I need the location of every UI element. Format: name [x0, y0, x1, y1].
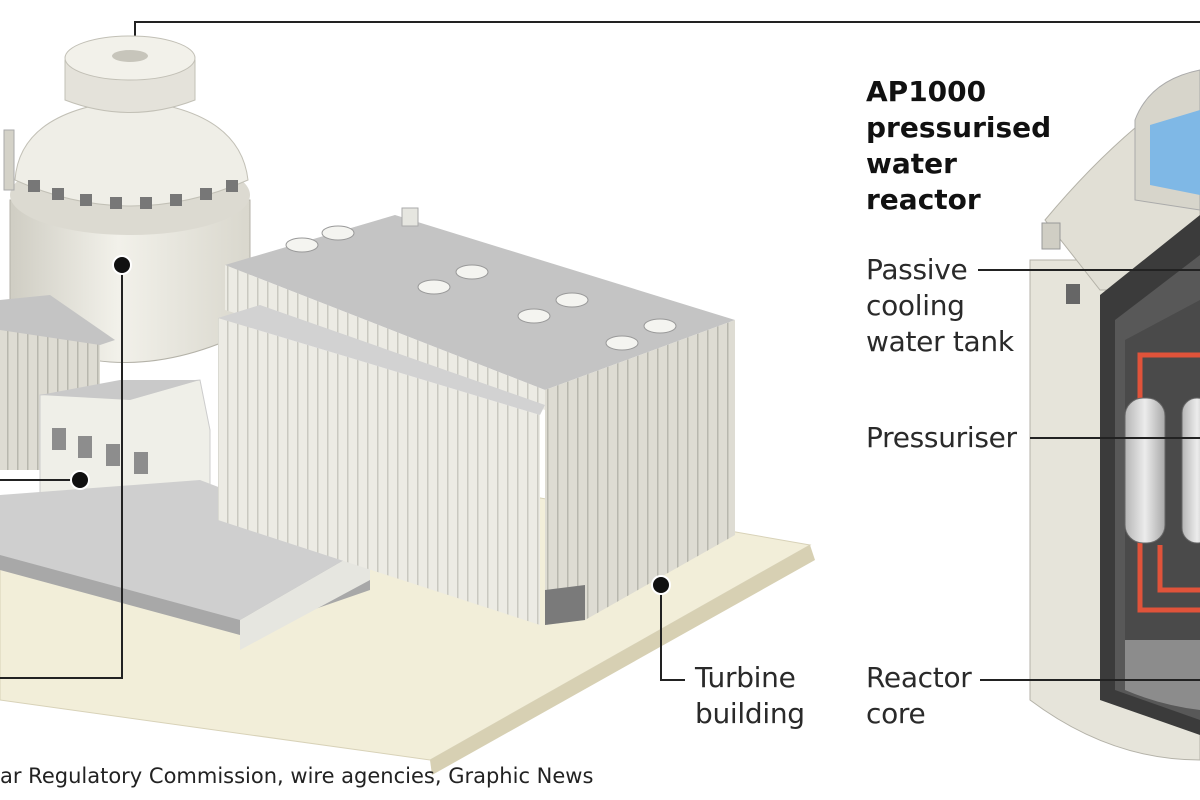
label-line: water tank [866, 325, 1014, 358]
label-line: Turbine [695, 661, 796, 694]
title-line: pressurised [866, 111, 1052, 144]
label-passive-cooling: Passive cooling water tank [866, 252, 1014, 360]
label-reactor-core: Reactor core [866, 660, 972, 732]
label-line: Reactor [866, 661, 972, 694]
label-pressuriser: Pressuriser [866, 421, 1017, 454]
label-line: Passive [866, 253, 968, 286]
left-callouts [0, 255, 685, 681]
reactor-cutaway [978, 69, 1200, 761]
title-line: AP1000 [866, 75, 987, 108]
label-line: building [695, 697, 805, 730]
label-turbine-building: Turbine building [695, 660, 805, 732]
source-credit: ar Regulatory Commission, wire agencies,… [0, 764, 594, 788]
connector-line-top [134, 21, 1200, 55]
title-line: reactor [866, 183, 981, 216]
label-line: core [866, 697, 926, 730]
title-line: water [866, 147, 957, 180]
turbine-building-structure [218, 207, 735, 625]
label-line: cooling [866, 289, 965, 322]
diagram-title: AP1000 pressurised water reactor [866, 74, 1051, 218]
